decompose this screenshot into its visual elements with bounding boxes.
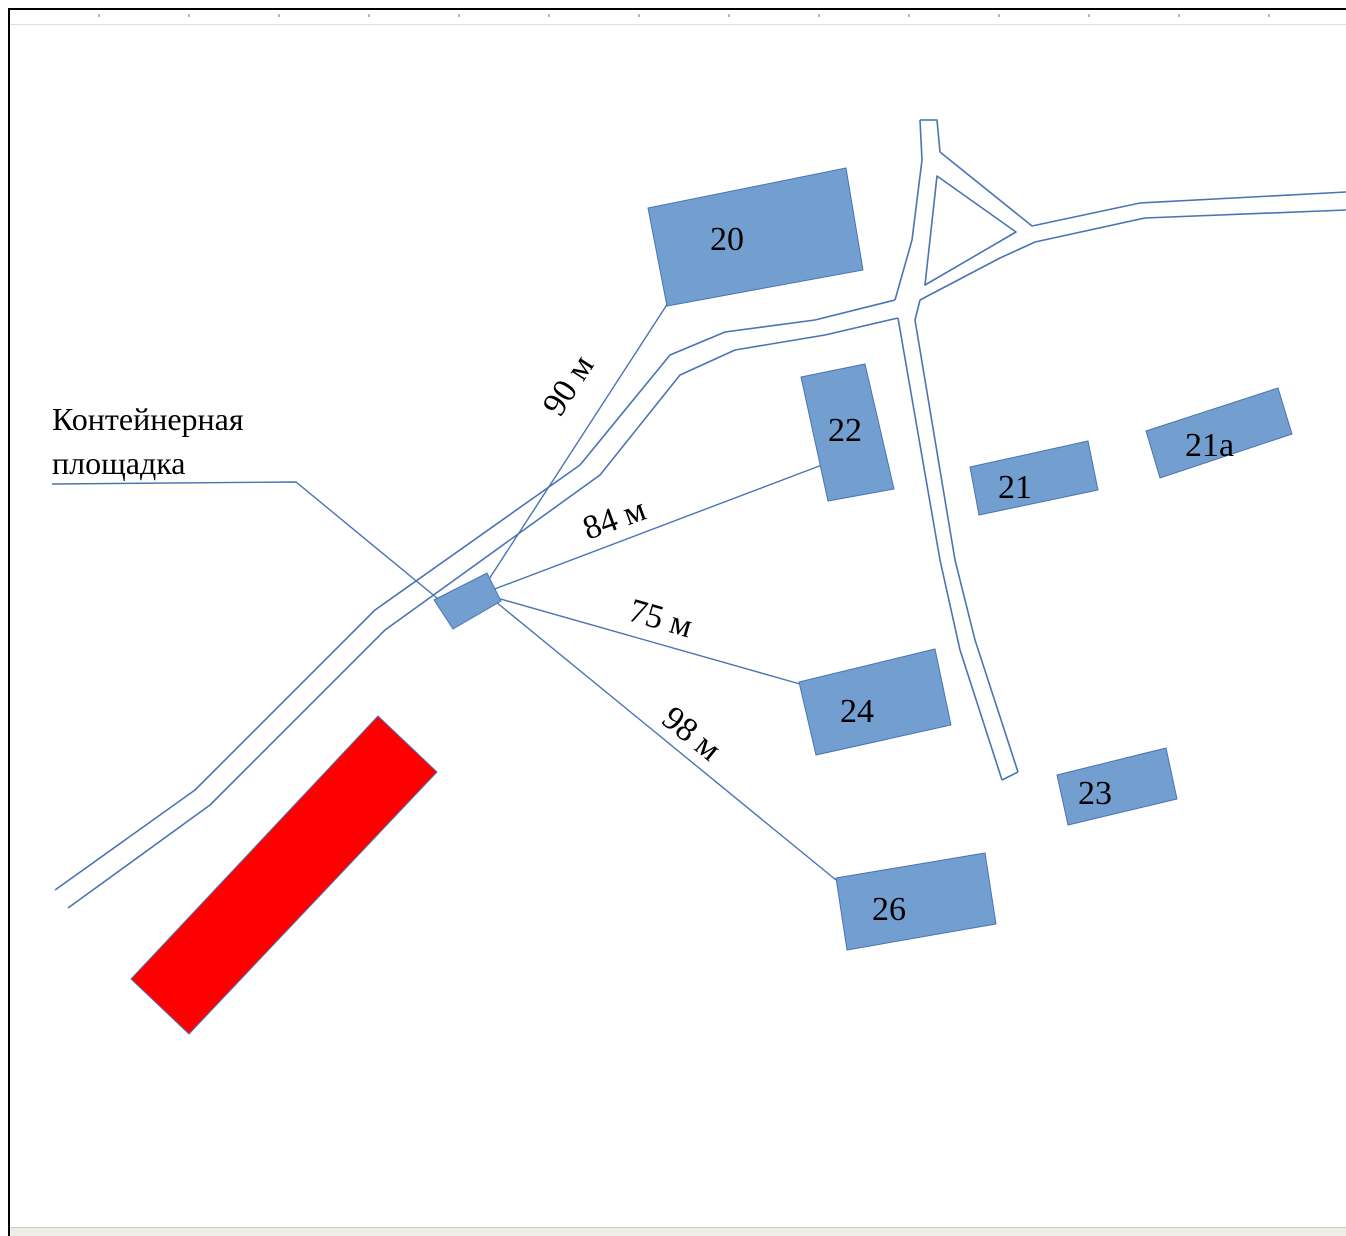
building-23 xyxy=(1056,747,1178,826)
top-ruler xyxy=(10,10,1346,25)
building-labels: 20 22 21 21a 24 23 26 xyxy=(710,221,1234,928)
south-road xyxy=(897,299,1019,781)
distance-line-84 xyxy=(491,464,823,591)
north-road-left xyxy=(894,119,923,301)
main-road xyxy=(54,191,1346,909)
container-site xyxy=(433,572,502,630)
distance-line-75 xyxy=(496,597,801,685)
south-road-left-edge xyxy=(897,317,1003,781)
main-road-edge-upper xyxy=(54,299,896,891)
building-21 xyxy=(969,440,1099,516)
buildings xyxy=(433,167,1293,951)
building-21a xyxy=(1145,387,1293,479)
building-label-23: 23 xyxy=(1078,775,1112,812)
building-label-20: 20 xyxy=(710,221,744,258)
distance-lines xyxy=(481,302,837,881)
caption-line-1: Контейнерная xyxy=(52,401,244,437)
east-road-edge-upper xyxy=(1031,191,1346,227)
north-road-stub xyxy=(920,119,941,153)
bottom-status-strip xyxy=(10,1227,1346,1236)
building-20 xyxy=(647,167,864,307)
caption-leader-line xyxy=(51,481,444,604)
building-24 xyxy=(798,648,952,756)
south-road-right-edge xyxy=(914,299,1019,773)
distance-line-90 xyxy=(481,302,669,591)
junction-east-diag xyxy=(939,151,1033,227)
building-label-22: 22 xyxy=(828,412,862,449)
building-label-21a: 21a xyxy=(1185,427,1234,464)
distance-label-84: 84 м xyxy=(578,491,651,548)
building-label-24: 24 xyxy=(840,693,874,730)
main-road-edge-lower xyxy=(67,317,899,909)
connector-road-lower xyxy=(919,241,1036,301)
highlight-area xyxy=(130,715,438,1035)
junction xyxy=(894,119,1033,301)
distance-line-98 xyxy=(495,601,837,881)
distance-label-90: 90 м xyxy=(536,349,602,423)
distance-label-98: 98 м xyxy=(655,699,728,768)
distance-labels: 90 м 84 м 75 м 98 м xyxy=(536,349,728,769)
building-label-21: 21 xyxy=(998,469,1032,506)
building-22 xyxy=(800,363,895,502)
east-road-edge-lower xyxy=(1034,209,1346,243)
caption-line-2: площадка xyxy=(52,445,185,481)
building-26 xyxy=(835,852,997,951)
building-label-26: 26 xyxy=(872,891,906,928)
junction-triangle-island xyxy=(924,175,1017,286)
south-road-end xyxy=(1001,771,1019,781)
container-site-caption: Контейнерная площадка xyxy=(52,401,244,481)
